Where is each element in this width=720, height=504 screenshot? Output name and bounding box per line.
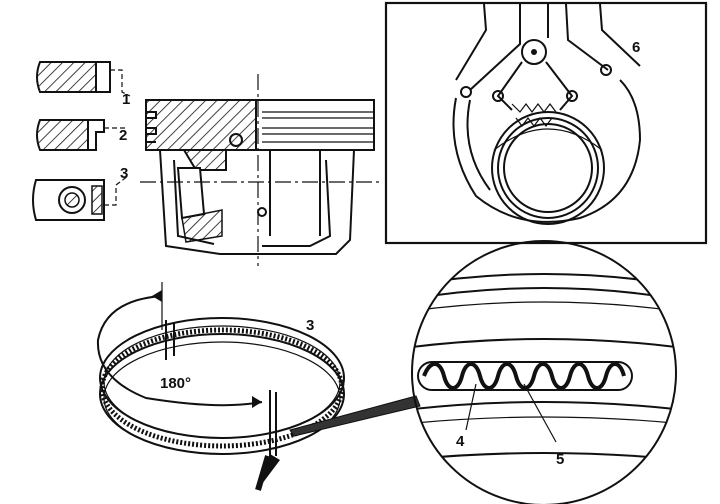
ring-second-section bbox=[36, 119, 126, 151]
label-tool: 6 bbox=[632, 39, 640, 56]
ring-sections bbox=[32, 61, 131, 221]
label-spring-coil: 4 bbox=[456, 433, 465, 450]
label-ring-oil-lower: 3 bbox=[306, 317, 314, 334]
oil-ring-assembly bbox=[96, 282, 345, 491]
label-ring-top: 1 bbox=[122, 91, 130, 108]
label-spring-end: 5 bbox=[556, 451, 564, 468]
ring-tool-view bbox=[384, 1, 708, 245]
ring-oil-section bbox=[32, 175, 129, 221]
ring-top-section bbox=[36, 61, 131, 97]
detail-circle bbox=[411, 240, 677, 504]
label-angle: 180° bbox=[160, 375, 191, 392]
detail-pointer bbox=[289, 395, 421, 437]
label-ring-oil: 3 bbox=[120, 165, 128, 182]
label-ring-second: 2 bbox=[119, 127, 127, 144]
piston-section bbox=[140, 74, 382, 266]
